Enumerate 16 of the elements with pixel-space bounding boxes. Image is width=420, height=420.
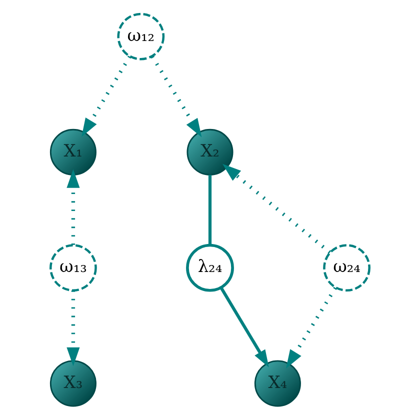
- arrow: [82, 56, 132, 137]
- arrow: [220, 287, 269, 368]
- node-circle: X₁: [50, 128, 96, 176]
- node-circle: X₂: [186, 128, 234, 176]
- arrow: [286, 286, 337, 368]
- node-circle: ω₁₂: [117, 12, 165, 60]
- arrow: [222, 164, 332, 254]
- node-circle: X₄: [254, 360, 301, 407]
- node-circle: ω₁₃: [50, 244, 97, 292]
- node-circle: λ₂₄: [186, 244, 234, 292]
- arrow: [66, 169, 80, 245]
- node-circle: ω₂₄: [323, 244, 370, 292]
- arrow: [66, 290, 80, 366]
- arrow: [150, 56, 202, 138]
- node-circle: X₃: [50, 360, 96, 407]
- connector: [208, 174, 212, 245]
